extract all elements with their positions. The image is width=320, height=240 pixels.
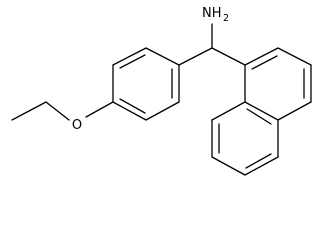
bond-c-phenyl <box>178 47 213 66</box>
bond-oxygen-ch2 <box>45 101 70 121</box>
structure-canvas: NH 2 O <box>11 6 312 176</box>
amine-nh-label: NH <box>202 6 222 21</box>
bond-ch2-ch3 <box>11 101 47 121</box>
naphthalene-ring-upper <box>244 47 312 121</box>
bond-ring-oxygen <box>85 101 114 118</box>
molecule-structure: NH 2 O <box>11 6 312 176</box>
bond-c-naphthyl <box>211 47 246 66</box>
naphthalene-ring-lower <box>211 101 279 176</box>
amine-subscript-label: 2 <box>223 13 229 24</box>
phenyl-ring <box>112 47 180 121</box>
ether-oxygen-label: O <box>72 118 82 133</box>
